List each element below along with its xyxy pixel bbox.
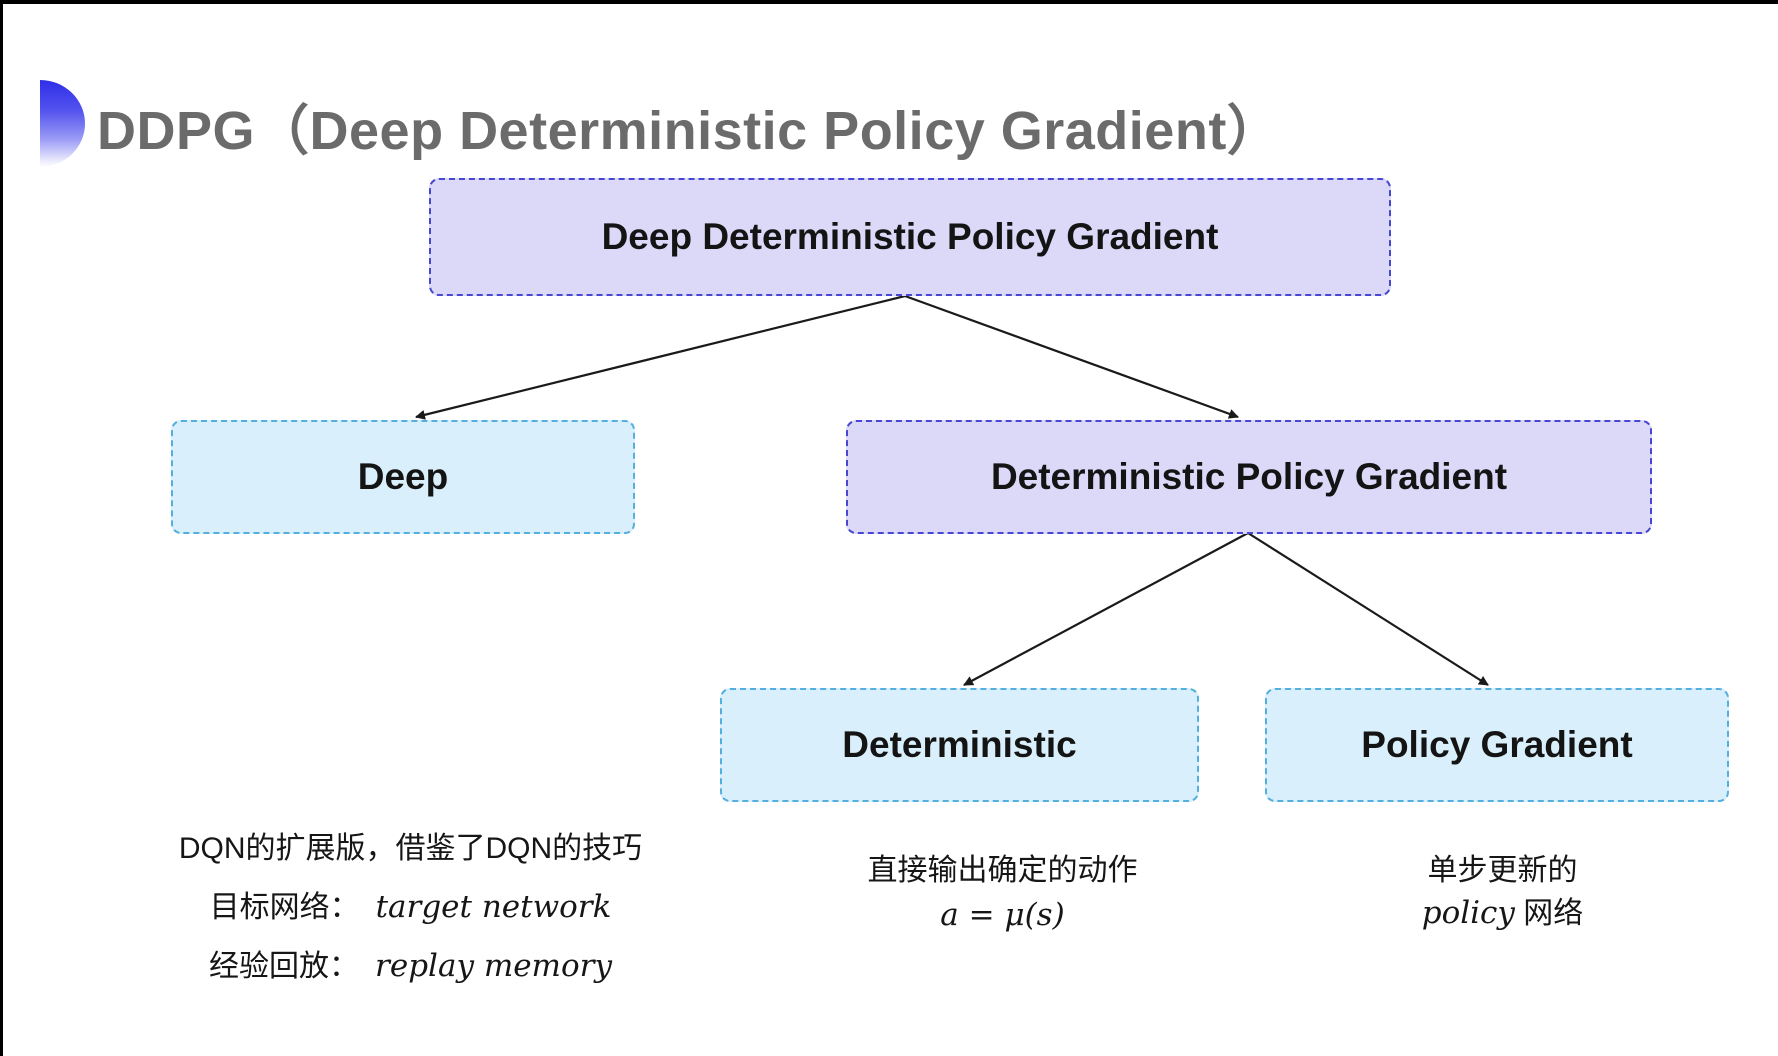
- arrow-root-to-dpg: [904, 294, 1239, 419]
- node-deep: Deep: [171, 420, 635, 534]
- note-deep-line3-value: replay memory: [375, 948, 612, 984]
- note-deep: DQN的扩展版，借鉴了DQN的技巧 目标网络： target network 经验…: [143, 834, 678, 1010]
- node-deep-deterministic-policy-gradient: Deep Deterministic Policy Gradient: [429, 178, 1391, 296]
- node-label: Deterministic: [842, 724, 1077, 765]
- note-policy-rest: 网络: [1514, 897, 1584, 930]
- window-left-edge: [0, 0, 3, 1056]
- note-policy-italic: policy: [1421, 895, 1515, 931]
- note-deterministic: 直接输出确定的动作 a = μ(s): [830, 856, 1175, 945]
- node-label: Deep Deterministic Policy Gradient: [601, 216, 1219, 257]
- arrow-dpg-to-policy-gradient: [1247, 532, 1489, 686]
- note-policy-gradient: 单步更新的 policy 网络: [1330, 856, 1675, 941]
- note-deep-line2: 目标网络： target network: [143, 892, 678, 923]
- node-policy-gradient: Policy Gradient: [1265, 688, 1729, 802]
- note-policy-gradient-line2: policy 网络: [1330, 898, 1675, 929]
- note-deterministic-line1: 直接输出确定的动作: [867, 854, 1138, 887]
- arrow-dpg-to-deterministic: [963, 532, 1249, 686]
- window-top-edge: [0, 0, 1778, 4]
- node-label: Deterministic Policy Gradient: [990, 456, 1508, 497]
- note-deep-line1: DQN的扩展版，借鉴了DQN的技巧: [178, 832, 643, 865]
- arrow-root-to-deep: [415, 294, 906, 420]
- node-label: Policy Gradient: [1361, 724, 1633, 765]
- note-deep-line3-label: 经验回放：: [209, 950, 360, 983]
- note-deterministic-formula: a = μ(s): [940, 897, 1065, 933]
- node-deterministic: Deterministic: [720, 688, 1199, 802]
- note-deep-line3: 经验回放： replay memory: [143, 951, 678, 982]
- node-deterministic-policy-gradient: Deterministic Policy Gradient: [846, 420, 1652, 534]
- note-deep-line2-value: target network: [375, 889, 612, 925]
- note-deep-line2-label: 目标网络：: [209, 891, 360, 924]
- title-bullet-icon: [40, 80, 85, 167]
- note-policy-gradient-line1: 单步更新的: [1427, 854, 1578, 887]
- node-label: Deep: [357, 456, 449, 497]
- page-title: DDPG（Deep Deterministic Policy Gradient）: [97, 101, 1282, 161]
